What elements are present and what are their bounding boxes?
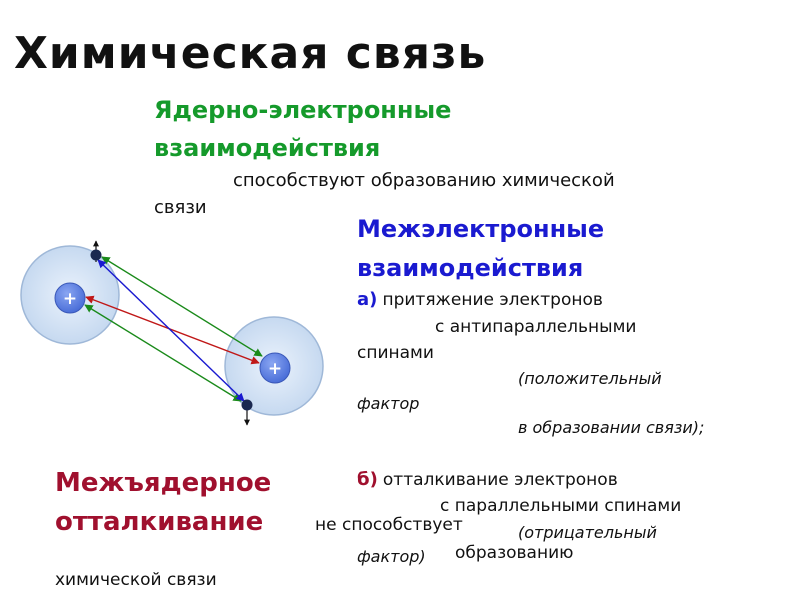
attraction-arrow-bottom [84,304,242,402]
internuclear-arrow [85,295,260,365]
item-b-note-1: (отрицательный [518,523,657,542]
item-a-line-1: притяжение электронов [382,290,603,310]
electron-left [90,249,102,261]
interelectron-arrow [97,259,245,402]
nucleus-right [259,352,291,384]
item-b-line-1: отталкивание электронов [382,470,618,490]
internuclear-text-2: химической связи [55,570,217,590]
interelectron-heading-2: взаимодействия [357,254,584,282]
nucleus-right-plus: + [268,359,282,379]
item-a-line-2: с антипараллельными [435,317,637,337]
nuclear-electron-heading-2: взаимодействия [154,134,381,162]
electron-right [241,399,253,411]
interelectron-heading-1: Межэлектронные [357,215,605,243]
nucleus-left [54,282,86,314]
nuclear-electron-text-1: способствуют образованию химической [233,170,615,191]
item-a-note-1: (положительный [518,369,662,388]
page-title: Химическая связь [14,28,487,79]
item-b-note-2: фактор) [357,547,426,566]
internuclear-heading-2: отталкивание [55,507,264,537]
nucleus-left-plus: + [63,289,77,309]
item-b-line-2: с параллельными спинами [440,496,682,516]
repulsion-item: б) отталкивание электронов [357,469,618,490]
nuclear-electron-heading-1: Ядерно-электронные [154,96,452,124]
item-a-note-2: фактор [357,394,420,413]
item-b-marker: б) [357,469,378,490]
internuclear-heading-1: Межъядерное [55,468,272,498]
item-b-tail: образованию [455,543,574,563]
internuclear-text-inline: не способствует [315,515,463,535]
item-a-note-3: в образовании связи); [518,418,705,437]
item-a-line-3: спинами [357,343,434,363]
attraction-item: а) притяжение электронов [357,289,603,310]
nuclear-electron-text-2: связи [154,197,207,218]
item-a-marker: а) [357,289,378,310]
